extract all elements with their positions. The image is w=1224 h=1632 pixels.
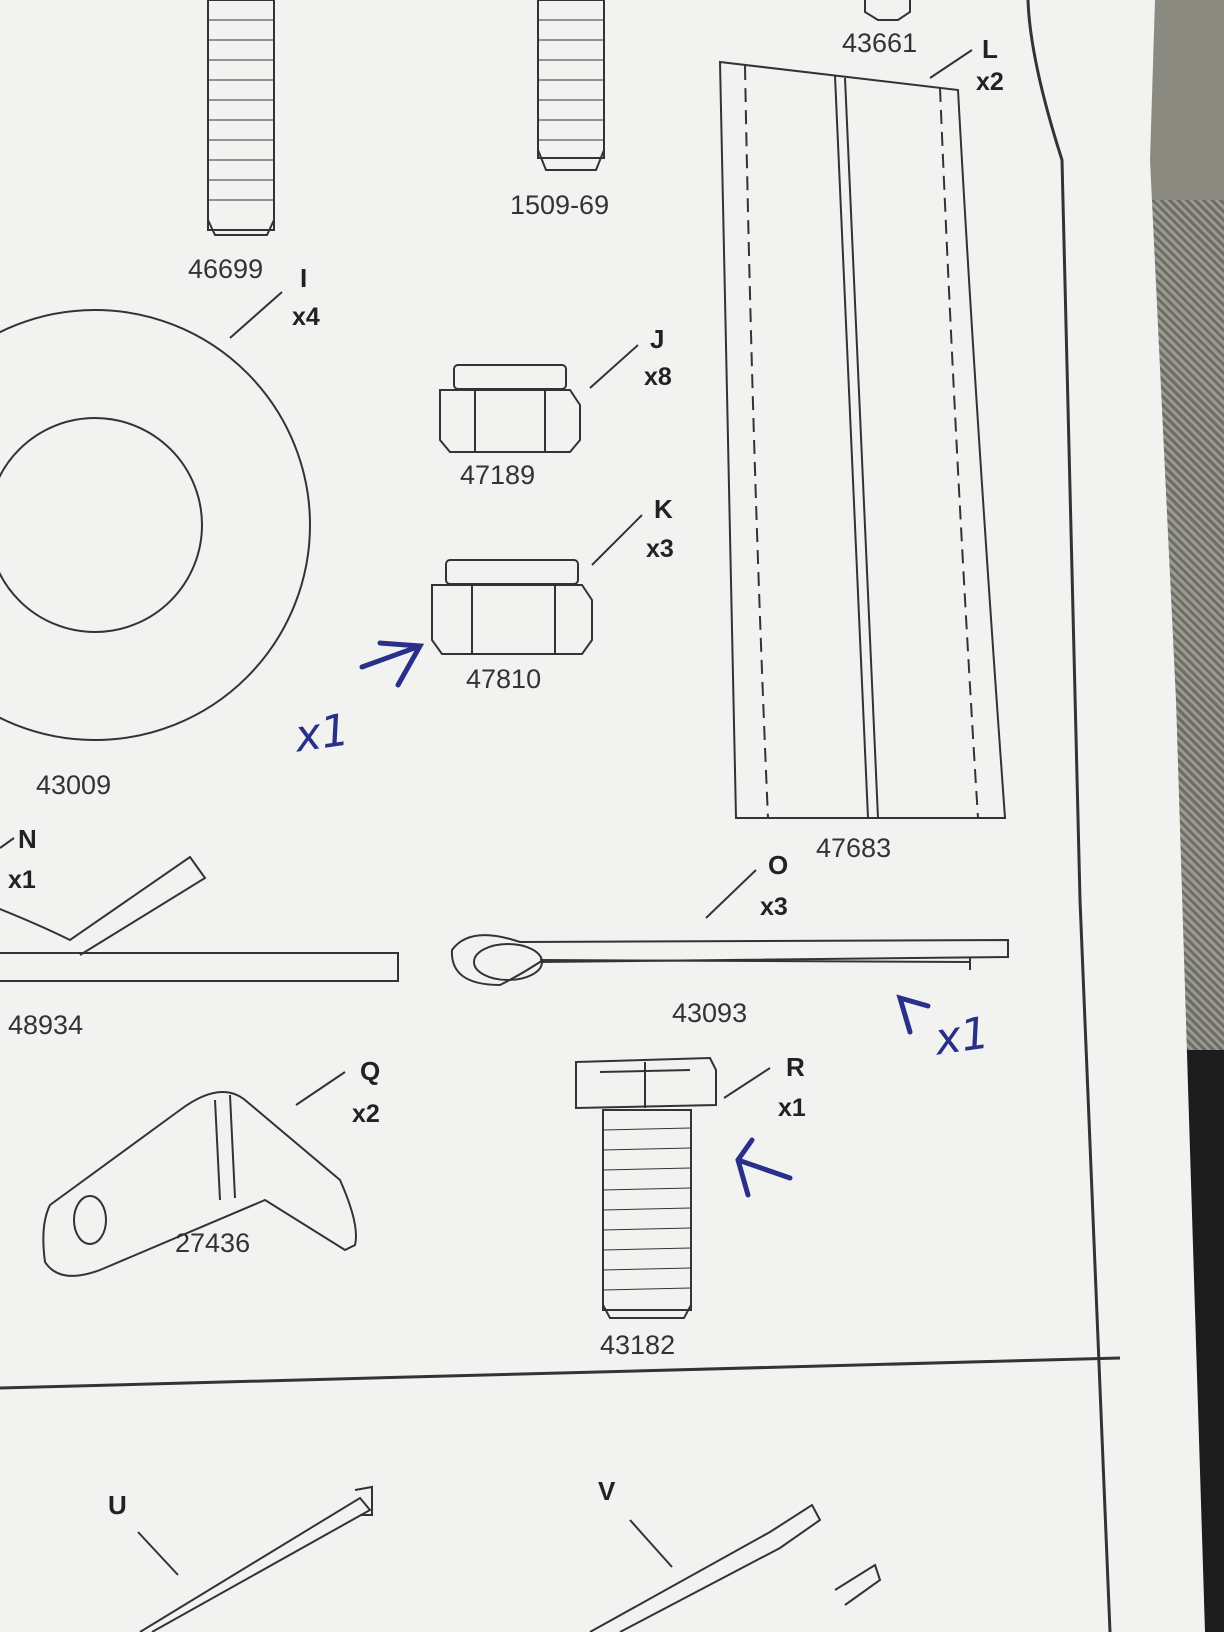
- part-number-46699: 46699: [188, 254, 264, 284]
- handwritten-note-right: x1: [931, 1007, 993, 1066]
- washer-43009-drawing: [0, 309, 311, 741]
- part-letter-u: U: [108, 1490, 127, 1520]
- part-number-43182: 43182: [600, 1330, 676, 1360]
- cotter-pin-43093-drawing: [450, 934, 1009, 987]
- part-number-47683: 47683: [816, 833, 892, 863]
- rod-u-drawing: [139, 1485, 373, 1632]
- part-qty-l: x2: [976, 68, 1004, 96]
- part-qty-j: x8: [644, 363, 672, 391]
- ink-arrow-bottom: [735, 1137, 793, 1198]
- part-letter-o: O: [768, 850, 789, 880]
- bolt-1509-69-drawing: [537, 0, 605, 171]
- nut-43661-drawing: [864, 0, 911, 21]
- part-qty-r: x1: [778, 1094, 806, 1122]
- part-number-48934: 48934: [8, 1010, 84, 1040]
- leader-lines: [0, 49, 973, 1576]
- ink-arrow-right: [896, 994, 931, 1035]
- part-number-47189: 47189: [460, 460, 536, 490]
- handwritten-note-left: x1: [291, 704, 353, 763]
- bracket-27436-drawing: [42, 1091, 357, 1277]
- part-qty-o: x3: [760, 893, 788, 921]
- part-letter-q: Q: [360, 1056, 381, 1086]
- part-qty-k: x3: [646, 535, 674, 563]
- frame-right-line: [1026, 0, 1112, 1632]
- part-letter-i: I: [300, 263, 308, 293]
- part-letter-v: V: [598, 1476, 616, 1506]
- part-number-43009: 43009: [36, 770, 112, 800]
- handwritten-marks: [359, 640, 931, 1198]
- part-letter-r: R: [786, 1052, 805, 1082]
- section-divider: [0, 1356, 1121, 1390]
- nut-47810-drawing: [431, 559, 593, 655]
- part-number-1509-69: 1509-69: [510, 190, 610, 220]
- part-qty-n: x1: [8, 866, 36, 894]
- part-qty-q: x2: [352, 1100, 380, 1128]
- part-qty-i: x4: [292, 303, 320, 331]
- part-number-43661: 43661: [842, 28, 918, 58]
- part-letter-l: L: [982, 34, 998, 64]
- rod-v-drawing: [589, 1503, 882, 1632]
- part-number-47810: 47810: [466, 664, 542, 694]
- clip-48934-drawing: [0, 855, 399, 982]
- ink-arrow-left: [359, 640, 425, 688]
- part-number-43093: 43093: [672, 998, 748, 1028]
- bolt-46699-drawing: [207, 0, 275, 236]
- part-letter-k: K: [654, 494, 673, 524]
- nut-47189-drawing: [439, 364, 581, 453]
- plate-47683-drawing: [718, 60, 1007, 819]
- part-letter-n: N: [18, 824, 37, 854]
- part-letter-j: J: [650, 324, 665, 354]
- part-number-27436: 27436: [175, 1228, 251, 1258]
- bolt-43182-drawing: [575, 1056, 717, 1319]
